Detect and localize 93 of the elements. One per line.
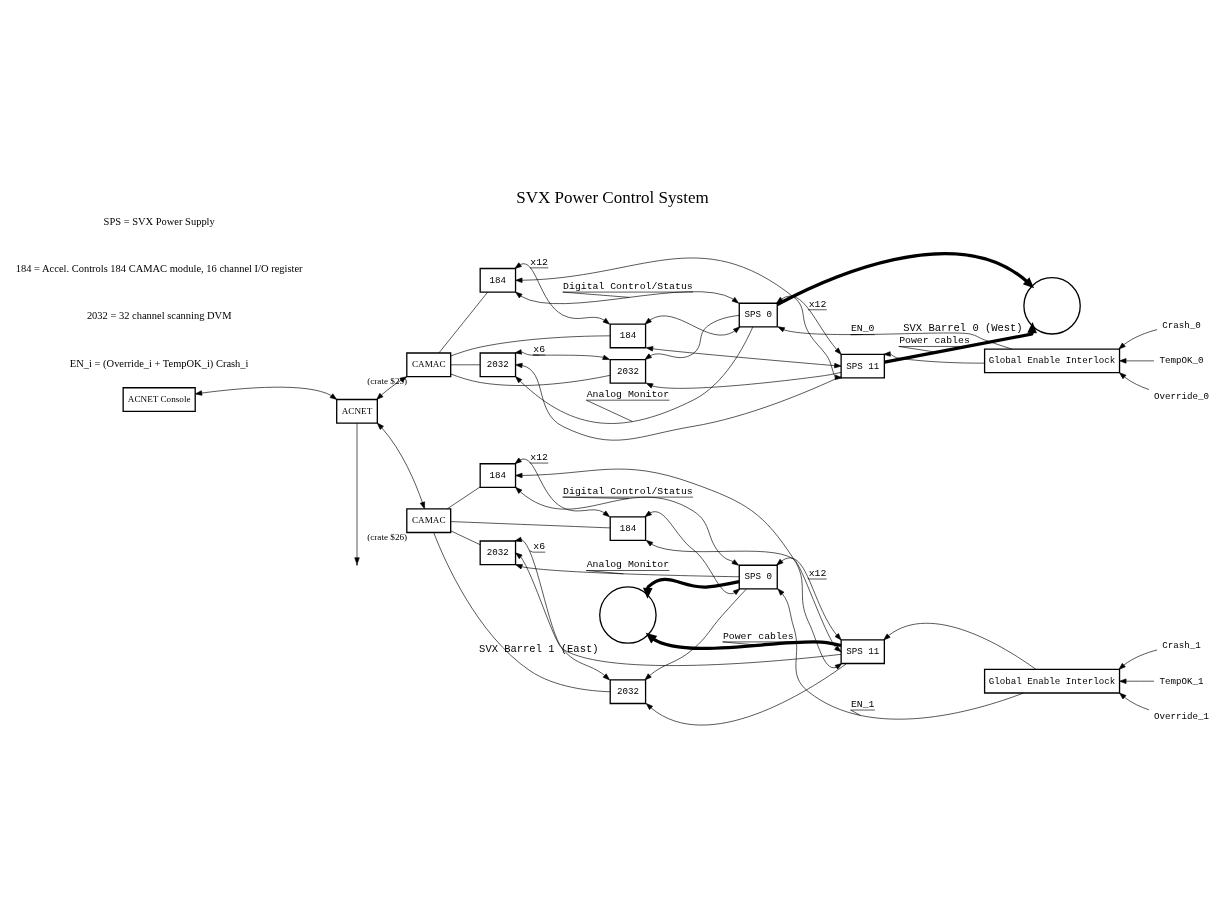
arrow bbox=[883, 351, 985, 364]
edge-label: Power cables bbox=[899, 335, 970, 347]
node-text: TempOK_0 bbox=[1159, 355, 1204, 367]
arrow bbox=[644, 510, 741, 595]
arrow bbox=[776, 252, 1035, 306]
node-box: 184 bbox=[479, 463, 517, 488]
node-box: SPS 11 bbox=[840, 639, 885, 665]
node-box: ACNET bbox=[336, 398, 378, 424]
arrow bbox=[645, 632, 842, 651]
connector bbox=[450, 364, 481, 366]
arrow bbox=[515, 257, 843, 380]
label: SPS = SVX Power Supply bbox=[103, 216, 215, 228]
arrow bbox=[515, 487, 739, 566]
connector bbox=[446, 486, 481, 510]
edge-label: x12 bbox=[808, 298, 827, 310]
arrow bbox=[776, 557, 842, 641]
arrow bbox=[777, 326, 1013, 350]
arrow bbox=[1118, 329, 1158, 350]
edge-label: x12 bbox=[530, 256, 548, 268]
arrow bbox=[1119, 678, 1155, 684]
edge-label: x6 bbox=[533, 343, 546, 355]
node-text: Override_1 bbox=[1153, 711, 1209, 723]
diagram-title: SVX Power Control System bbox=[516, 187, 709, 207]
arrow bbox=[515, 362, 842, 441]
arrow bbox=[515, 564, 740, 578]
connector bbox=[438, 291, 488, 354]
node-box: SPS 11 bbox=[840, 353, 885, 379]
arrow bbox=[776, 295, 842, 355]
node-box: 2032 bbox=[609, 358, 647, 384]
connector bbox=[450, 373, 611, 386]
node-box: SPS 0 bbox=[738, 564, 778, 590]
node-box: 184 bbox=[609, 516, 647, 542]
connector bbox=[450, 530, 481, 545]
arrow bbox=[777, 588, 1024, 720]
arrow bbox=[194, 386, 338, 400]
node-box: CAMAC bbox=[406, 508, 452, 534]
node-box: 2032 bbox=[479, 352, 517, 378]
node-label: (crate $26) bbox=[367, 531, 408, 542]
connector bbox=[450, 521, 611, 529]
node-box: 184 bbox=[479, 267, 517, 293]
node-box: SPS 0 bbox=[738, 302, 778, 328]
node-label: SVX Barrel 0 (West) bbox=[903, 321, 1023, 334]
arrow bbox=[514, 536, 610, 681]
arrow bbox=[644, 315, 741, 336]
connector bbox=[433, 532, 611, 693]
label: EN_i = (Override_i + TempOK_i) Crash_i bbox=[69, 357, 249, 369]
edge-label: EN_0 bbox=[850, 323, 875, 335]
arrow bbox=[884, 322, 1037, 364]
label: 2032 = 32 channel scanning DVM bbox=[86, 310, 232, 322]
edge-label: x6 bbox=[533, 540, 546, 552]
arrow bbox=[377, 422, 425, 510]
arrow bbox=[514, 349, 610, 360]
edge-label: Digital Control/Status bbox=[563, 485, 693, 497]
connector bbox=[450, 335, 611, 357]
node-box: 184 bbox=[609, 323, 647, 349]
arrow bbox=[515, 468, 843, 670]
node-box: CAMAC bbox=[406, 352, 452, 378]
arrow bbox=[1119, 692, 1150, 711]
edge-label: Power cables bbox=[722, 630, 794, 642]
node-text: Crash_0 bbox=[1162, 319, 1201, 331]
edge-label: x12 bbox=[530, 451, 548, 463]
node-box: 2032 bbox=[609, 679, 647, 705]
edge-label: Digital Control/Status bbox=[563, 280, 693, 292]
arrow bbox=[883, 622, 1037, 670]
arrow bbox=[514, 262, 610, 325]
node-label: SVX Barrel 1 (East) bbox=[479, 642, 599, 655]
node-box: ACNET Console bbox=[122, 387, 196, 412]
arrow bbox=[645, 540, 842, 653]
node-text: Override_0 bbox=[1153, 390, 1209, 402]
arrow bbox=[1118, 649, 1158, 670]
arrow bbox=[1119, 372, 1150, 390]
arrow bbox=[644, 588, 747, 681]
node-text: Crash_1 bbox=[1162, 640, 1201, 652]
arrow bbox=[645, 346, 842, 369]
node-text: TempOK_1 bbox=[1159, 675, 1204, 687]
arrow bbox=[515, 552, 842, 666]
arrow bbox=[515, 326, 754, 424]
arrow bbox=[645, 372, 842, 389]
edge-label: Analog Monitor bbox=[586, 388, 670, 400]
arrow bbox=[515, 291, 739, 304]
arrow bbox=[644, 315, 740, 360]
node-box: Global Enable Interlock bbox=[983, 348, 1121, 374]
node-box: 2032 bbox=[479, 540, 517, 566]
edge-label: x12 bbox=[808, 567, 827, 579]
arrow bbox=[643, 577, 740, 599]
arrow bbox=[514, 457, 610, 518]
arrow bbox=[376, 376, 408, 400]
node-box: Global Enable Interlock bbox=[983, 668, 1121, 694]
arrow bbox=[645, 663, 847, 726]
edge-label: Analog Monitor bbox=[586, 559, 670, 571]
label: 184 = Accel. Controls 184 CAMAC module, 16 channel I/O register bbox=[15, 263, 303, 275]
edge-label: EN_1 bbox=[850, 698, 875, 710]
arrow bbox=[1119, 358, 1155, 364]
